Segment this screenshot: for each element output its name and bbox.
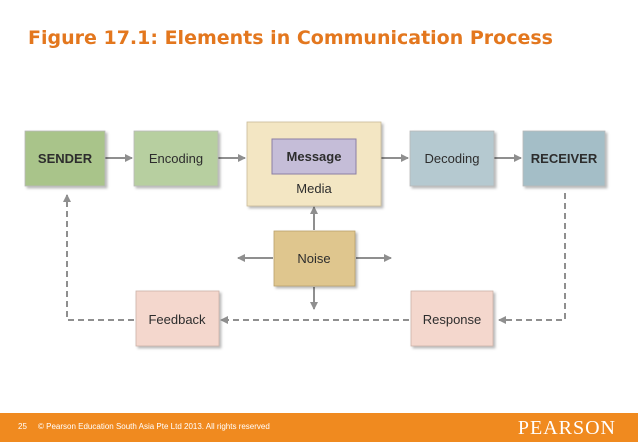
- media-label: Media: [296, 181, 332, 196]
- receiver-label: RECEIVER: [531, 151, 598, 166]
- sender-label: SENDER: [38, 151, 93, 166]
- arrow-feedback-to-sender: [63, 194, 134, 321]
- communication-process-diagram: SENDER Encoding Message Media Decoding R…: [24, 121, 606, 347]
- slide-title: Figure 17.1: Elements in Communication P…: [28, 27, 553, 49]
- slide-number: 25: [18, 422, 27, 431]
- copyright-text: © Pearson Education South Asia Pte Ltd 2…: [38, 422, 270, 431]
- response-label: Response: [423, 312, 482, 327]
- decoding-label: Decoding: [425, 151, 480, 166]
- decoding-box: [409, 130, 495, 187]
- feedback-label: Feedback: [148, 312, 206, 327]
- pearson-logo: PEARSON: [517, 417, 616, 439]
- message-label: Message: [287, 149, 342, 164]
- message-box: [271, 138, 357, 175]
- response-box: [410, 290, 494, 347]
- noise-box: [273, 230, 356, 287]
- arrow-receiver-to-response: [498, 193, 566, 324]
- footer-bar: 25 © Pearson Education South Asia Pte Lt…: [0, 413, 638, 442]
- encoding-label: Encoding: [149, 151, 203, 166]
- feedback-box: [135, 290, 220, 347]
- noise-label: Noise: [297, 251, 330, 266]
- receiver-box: [522, 130, 606, 187]
- sender-box: [24, 130, 106, 187]
- encoding-box: [133, 130, 219, 187]
- feedback-loop-arrows: [63, 193, 566, 324]
- forward-arrows: [105, 154, 522, 310]
